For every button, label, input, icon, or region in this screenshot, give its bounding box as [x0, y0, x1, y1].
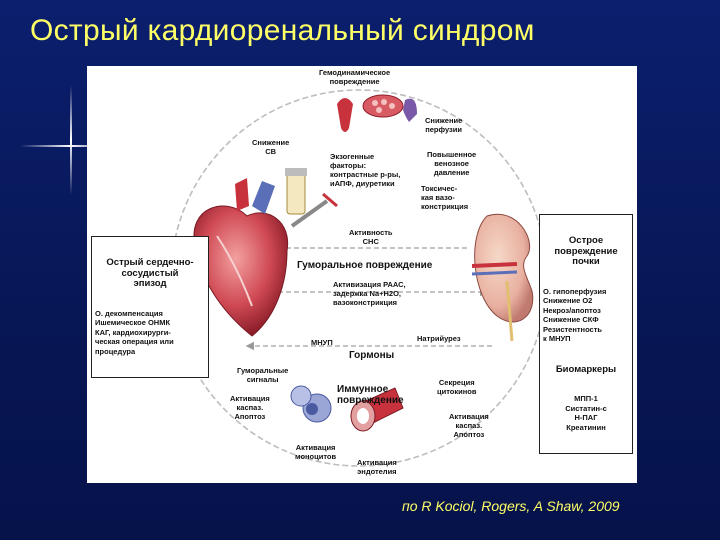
kidney-illustration [471, 213, 534, 342]
label-caspase-left: Активация каспаз. Апоптоз [230, 394, 270, 421]
label-hemodynamic: Гемодинамическое повреждение [319, 68, 391, 86]
label-sns: Активность СНС [349, 228, 393, 246]
kidney-injury-box: Острое повреждение почки О. гипоперфузия… [539, 214, 633, 454]
contrast-vial [285, 168, 338, 228]
kidney-box-heading: Острое повреждение почки [554, 235, 618, 267]
sparkle-decoration [70, 85, 72, 195]
biomarkers-items: МПП-1 Систатин-с Н-ПАГ Креатинин [565, 394, 607, 432]
label-humoral: Гуморальное повреждение [297, 260, 433, 271]
heart-illustration [193, 178, 289, 337]
label-caspase-right: Активация каспаз. Апоптоз [449, 412, 489, 439]
source-credit: по R Kociol, Rogers, A Shaw, 2009 [402, 498, 620, 514]
vessel-illustration [350, 387, 404, 432]
cardiac-box-items: О. декомпенсация Ишемическое ОНМК КАГ, к… [95, 308, 174, 356]
label-endothelium: Активация эндотелия [357, 458, 397, 476]
diagram-graphics [170, 89, 548, 467]
capillary-illustration [337, 94, 417, 132]
label-cytokine: Секреция цитокинов [437, 378, 477, 396]
label-monocytes: Активация моноцитов [295, 443, 337, 461]
cardiac-episode-box: Острый сердечно- сосудистый эпизод О. де… [91, 236, 209, 378]
sparkle-decoration-horizontal [20, 145, 120, 147]
label-reduced-perfusion: Снижение перфузии [425, 116, 463, 134]
biomarkers-heading: Биомаркеры [555, 363, 617, 375]
slide-title: Острый кардиоренальный синдром [30, 14, 535, 47]
label-exogenous: Экзогенные факторы: контрастные р-ры, иА… [330, 152, 401, 188]
label-humoral-signals: Гуморальные сигналы [237, 366, 289, 384]
cardiac-box-heading: Острый сердечно- сосудистый эпизод [106, 257, 194, 289]
label-toxic: Токсичес- кая вазо- констрикция [421, 184, 469, 211]
label-hormones: Гормоны [349, 350, 395, 361]
label-reduced-co: Снижение СВ [252, 138, 290, 156]
kidney-box-items: О. гипоперфузия Снижение О2 Некроз/апопт… [543, 286, 607, 344]
label-raas: Активизация РААС, задержка Na+H2O, вазок… [333, 280, 406, 307]
label-increased-venous: Повышенное венозное давление [427, 150, 477, 177]
label-natriuresis: Натрийурез [417, 334, 461, 343]
monocyte-illustration [290, 385, 332, 423]
diagram-panel: Гемодинамическое повреждение Снижение пе… [87, 66, 637, 483]
label-immune: Иммунное повреждение [337, 384, 404, 406]
label-bnp: МНУП [311, 338, 333, 347]
